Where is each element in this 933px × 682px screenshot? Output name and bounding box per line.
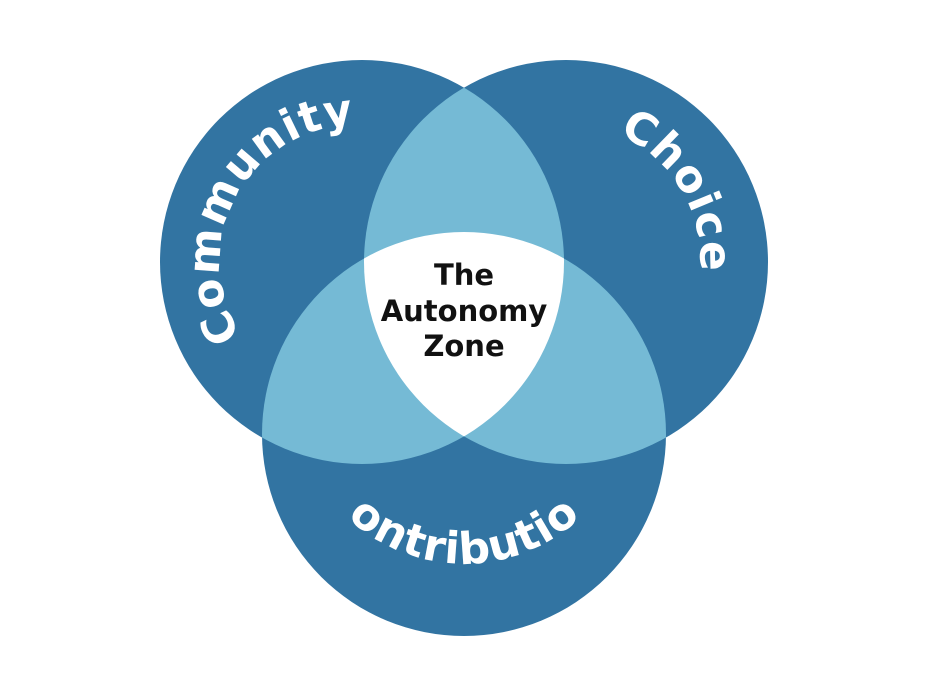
center-title-line-2: Autonomy [381,294,548,328]
autonomy-zone-region [364,232,564,464]
center-title-line-3: Zone [423,329,504,363]
center-title-line-1: The [434,258,494,292]
